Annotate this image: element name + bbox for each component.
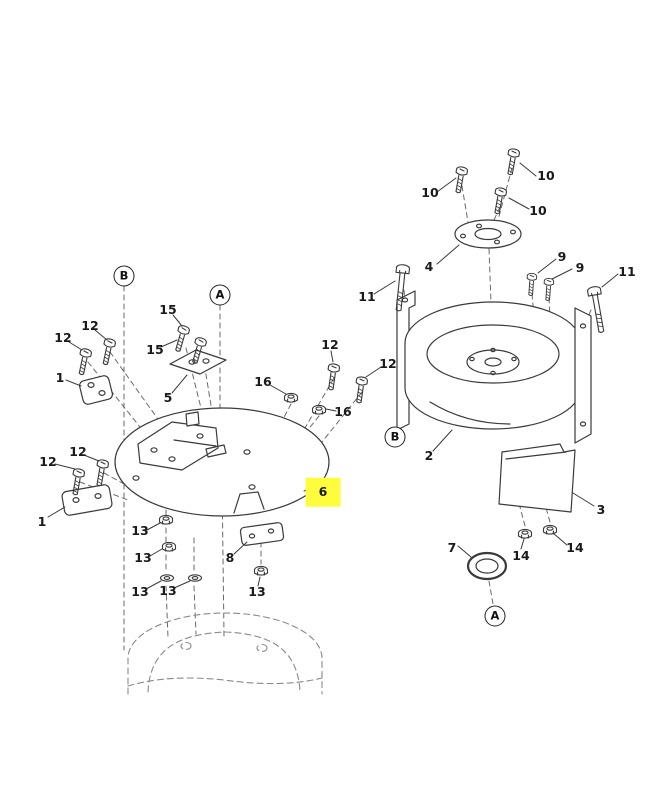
nut-14-b — [542, 524, 558, 535]
part-8-plate — [239, 522, 285, 546]
part-label-13-30: 13 — [131, 583, 149, 599]
part-label-9-6: 9 — [575, 259, 585, 275]
part-label-3-9: 3 — [596, 501, 606, 517]
nut-14-a — [517, 528, 533, 539]
nut-13-e — [253, 565, 269, 576]
nut-13-b — [161, 541, 177, 552]
part-3-deflector — [498, 443, 576, 513]
part-label-12-21: 12 — [379, 355, 397, 371]
part-label-15-13: 15 — [159, 301, 177, 317]
part-label-13-31: 13 — [159, 582, 177, 598]
screw-10-a — [451, 165, 469, 195]
part-label-12-16: 12 — [54, 329, 72, 345]
part-4-flange — [454, 219, 522, 249]
leader-lines — [47, 162, 619, 590]
part-label-11-4: 11 — [358, 288, 376, 304]
part-label-16-22: 16 — [334, 403, 352, 419]
screw-9-b — [542, 277, 555, 302]
screw-12-b — [99, 337, 117, 367]
ref-marker-a-3: A — [484, 605, 506, 627]
screw-12-a — [75, 347, 93, 377]
nut-13-a — [158, 514, 174, 525]
part-label-16-19: 16 — [254, 373, 272, 389]
part-label-14-10: 14 — [512, 547, 530, 563]
nut-16-a — [283, 392, 299, 403]
part-label-1-17: 1 — [55, 369, 65, 385]
screw-10-c — [490, 186, 508, 216]
screw-9-a — [525, 272, 538, 297]
part-label-12-24: 12 — [69, 443, 87, 459]
part-2-housing — [396, 290, 592, 444]
part-label-15-14: 15 — [146, 341, 164, 357]
part-label-4-3: 4 — [424, 258, 434, 274]
part-label-13-27: 13 — [131, 522, 149, 538]
part-label-13-28: 13 — [134, 549, 152, 565]
part-label-10-1: 10 — [537, 167, 555, 183]
part-label-10-0: 10 — [421, 184, 439, 200]
ref-marker-a-1: A — [209, 284, 231, 306]
part-5-plate — [169, 349, 227, 375]
screw-12-c — [324, 362, 341, 392]
part-label-9-5: 9 — [557, 248, 567, 264]
washer-13-c — [159, 574, 175, 582]
part-label-11-7: 11 — [618, 263, 636, 279]
part-6-guard-plate — [114, 407, 330, 517]
part-label-5-18: 5 — [163, 389, 173, 405]
nut-16-b — [311, 404, 327, 415]
part-label-13-32: 13 — [248, 583, 266, 599]
left-assembly — [61, 324, 369, 582]
part-label-12-23: 12 — [39, 453, 57, 469]
right-assembly — [391, 147, 609, 581]
part-label-7-12: 7 — [447, 539, 457, 555]
part-label-1-25: 1 — [37, 513, 47, 529]
ref-marker-b-0: B — [113, 265, 135, 287]
part-label-10-2: 10 — [529, 202, 547, 218]
screw-15-a — [171, 324, 191, 354]
part-label-14-11: 14 — [566, 539, 584, 555]
part-label-8-29: 8 — [225, 549, 235, 565]
part-1-upper-plate — [79, 375, 113, 405]
part-1-lower-plate — [61, 484, 113, 516]
screw-12-f — [92, 458, 110, 488]
part-label-highlighted-6-26[interactable]: 6 — [305, 477, 341, 507]
part-7-ring — [466, 551, 508, 581]
washer-13-d — [187, 574, 203, 582]
part-label-12-15: 12 — [81, 317, 99, 333]
part-label-2-8: 2 — [424, 447, 434, 463]
part-label-12-20: 12 — [321, 336, 339, 352]
screw-10-b — [503, 147, 521, 177]
ref-marker-b-2: B — [384, 426, 406, 448]
mower-deck-outline — [127, 612, 323, 695]
